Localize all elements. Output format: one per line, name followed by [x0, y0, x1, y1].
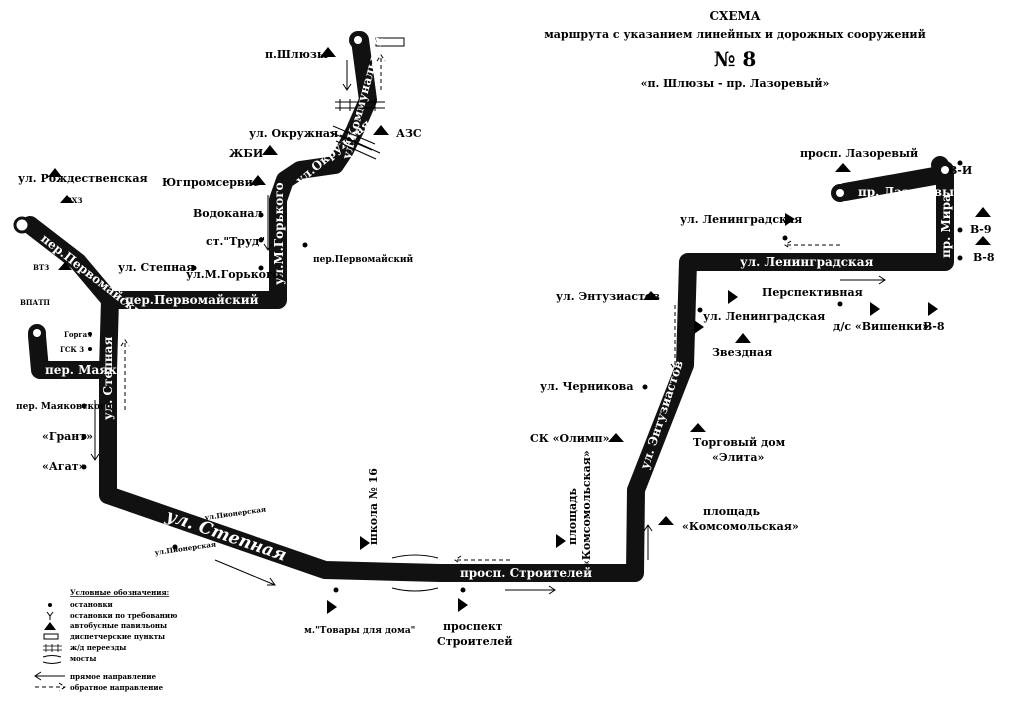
legend-item: мосты	[70, 654, 96, 663]
legend: Условные обозначения: остановки остановк…	[34, 588, 177, 692]
legend-item: остановки по требованию	[70, 611, 177, 620]
stop-vkz: ВХЗ	[66, 196, 82, 205]
stop-vodokanal: Водоканал	[193, 207, 263, 220]
road-entuziastov: ул. Энтузиастов	[638, 359, 686, 471]
stop-azs: АЗС	[396, 127, 422, 140]
stop-chernikova: ул. Черникова	[540, 380, 633, 393]
stop-td-elita2: «Элита»	[712, 451, 764, 464]
stop-leningr2: ул. Ленинградская	[703, 310, 825, 323]
stop-perspekt: Перспективная	[762, 286, 863, 299]
stop-agat: «Агат»	[42, 460, 86, 473]
stop-pl-koms-v1: площадь	[566, 487, 579, 545]
legend-item: обратное направление	[70, 683, 164, 692]
stop-vpatp: ВПАТП	[20, 298, 50, 307]
stop-td-elita1: Торговый дом	[693, 436, 786, 449]
road-lazorevy: пр. Лазоревый	[858, 185, 963, 199]
stop-pl-koms2: «Комсомольская»	[682, 520, 799, 533]
road-pervomaisky: пер.Первомайский	[125, 293, 259, 307]
road-mira: пр. Мира	[939, 194, 953, 258]
stop-zhbi: ЖБИ	[229, 147, 263, 160]
stop-pervomaisky: пер.Первомайский	[313, 254, 413, 265]
stop-pl-koms-v2: «Комсомольская»	[580, 450, 593, 567]
route-main-road	[21, 31, 954, 582]
dispatch-point	[375, 37, 405, 47]
road-pervomaisky-diag: пер.Первомайский	[38, 231, 152, 324]
stop-okruzhnaya: ул. Окружная	[249, 127, 338, 140]
road-gorkogo: ул.М.Горького	[272, 182, 286, 285]
stop-stepnaya: ул. Степная	[118, 261, 194, 274]
stop-vishenki: д/с «Вишенки»	[833, 320, 929, 333]
stop-gorgaz: Горгаз	[64, 330, 92, 339]
stop-prosp-str1: проспект	[443, 620, 503, 633]
road-leningradskaya: ул. Ленинградская	[740, 255, 873, 269]
stop-prosp-str2: Строителей	[437, 635, 513, 648]
terminal-rozhdestv	[13, 216, 31, 234]
terminal-lazorevy	[831, 184, 849, 202]
stop-sk-olimp: СК «Олимп»	[530, 432, 610, 445]
stop-markers	[48, 47, 991, 614]
terminal-shlyuzy	[349, 31, 367, 49]
road-stroiteley: просп. Строителей	[460, 566, 592, 580]
road-stepnaya-vertical: ул. Степная	[101, 337, 115, 420]
terminal-vi	[936, 161, 954, 179]
stop-rozhdestv: ул. Рождественская	[18, 172, 148, 185]
stop-lazor: просп. Лазоревый	[800, 147, 918, 160]
legend-item: ж/д переезды	[70, 643, 126, 652]
stop-shlyuzy: п.Шлюзы	[265, 48, 328, 61]
stop-pioner2: ул.Пионерская	[154, 539, 216, 557]
legend-item: автобусные павильоны	[70, 621, 167, 630]
header-line2: маршрута с указанием линейных и дорожных…	[544, 28, 926, 41]
stop-entuz: ул. Энтузиастов	[556, 290, 660, 303]
stop-per-mayak: пер. Маяковского	[16, 402, 112, 412]
bridge-stroiteley	[391, 554, 439, 592]
lazorevy-road	[836, 166, 949, 201]
stop-gsk3: ГСК 3	[60, 345, 84, 354]
stop-zvezdnaya: Звездная	[712, 346, 772, 359]
rail-crossings	[329, 99, 385, 160]
legend-item: прямое направление	[70, 672, 157, 681]
stop-vtz: ВТЗ	[33, 263, 49, 272]
legend-item: остановки	[70, 600, 113, 609]
stop-grant: «Грант»	[42, 430, 93, 443]
header-route-no: № 8	[714, 47, 757, 71]
stop-school16: школа № 16	[367, 468, 380, 545]
stop-tovary: м."Товары для дома"	[304, 626, 415, 636]
stop-pioner1: ул.Пионерская	[204, 504, 266, 522]
direction-arrows	[90, 54, 886, 595]
stop-trud: ст."Труд"	[206, 235, 265, 248]
stop-v9: В-9	[970, 223, 992, 236]
header-line1: СХЕМА	[709, 9, 760, 23]
header-route-name: «п. Шлюзы - пр. Лазоревый»	[641, 77, 830, 90]
stop-v8a: В-8	[923, 320, 945, 333]
stop-vi: В-И	[948, 164, 972, 177]
terminal-vpatp	[28, 324, 46, 342]
stop-gorkogo: ул.М.Горького	[186, 268, 280, 281]
stop-leningr1: ул. Ленинградская	[680, 213, 802, 226]
stop-pl-koms1: площадь	[703, 505, 761, 518]
stop-yugprom: Югпромсервис	[162, 176, 260, 189]
legend-title: Условные обозначения:	[70, 588, 169, 597]
legend-item: диспетчерские пункты	[70, 632, 165, 641]
stop-v8b: В-8	[973, 251, 995, 264]
road-mayakovskogo: пер. Маяковского	[45, 363, 172, 377]
